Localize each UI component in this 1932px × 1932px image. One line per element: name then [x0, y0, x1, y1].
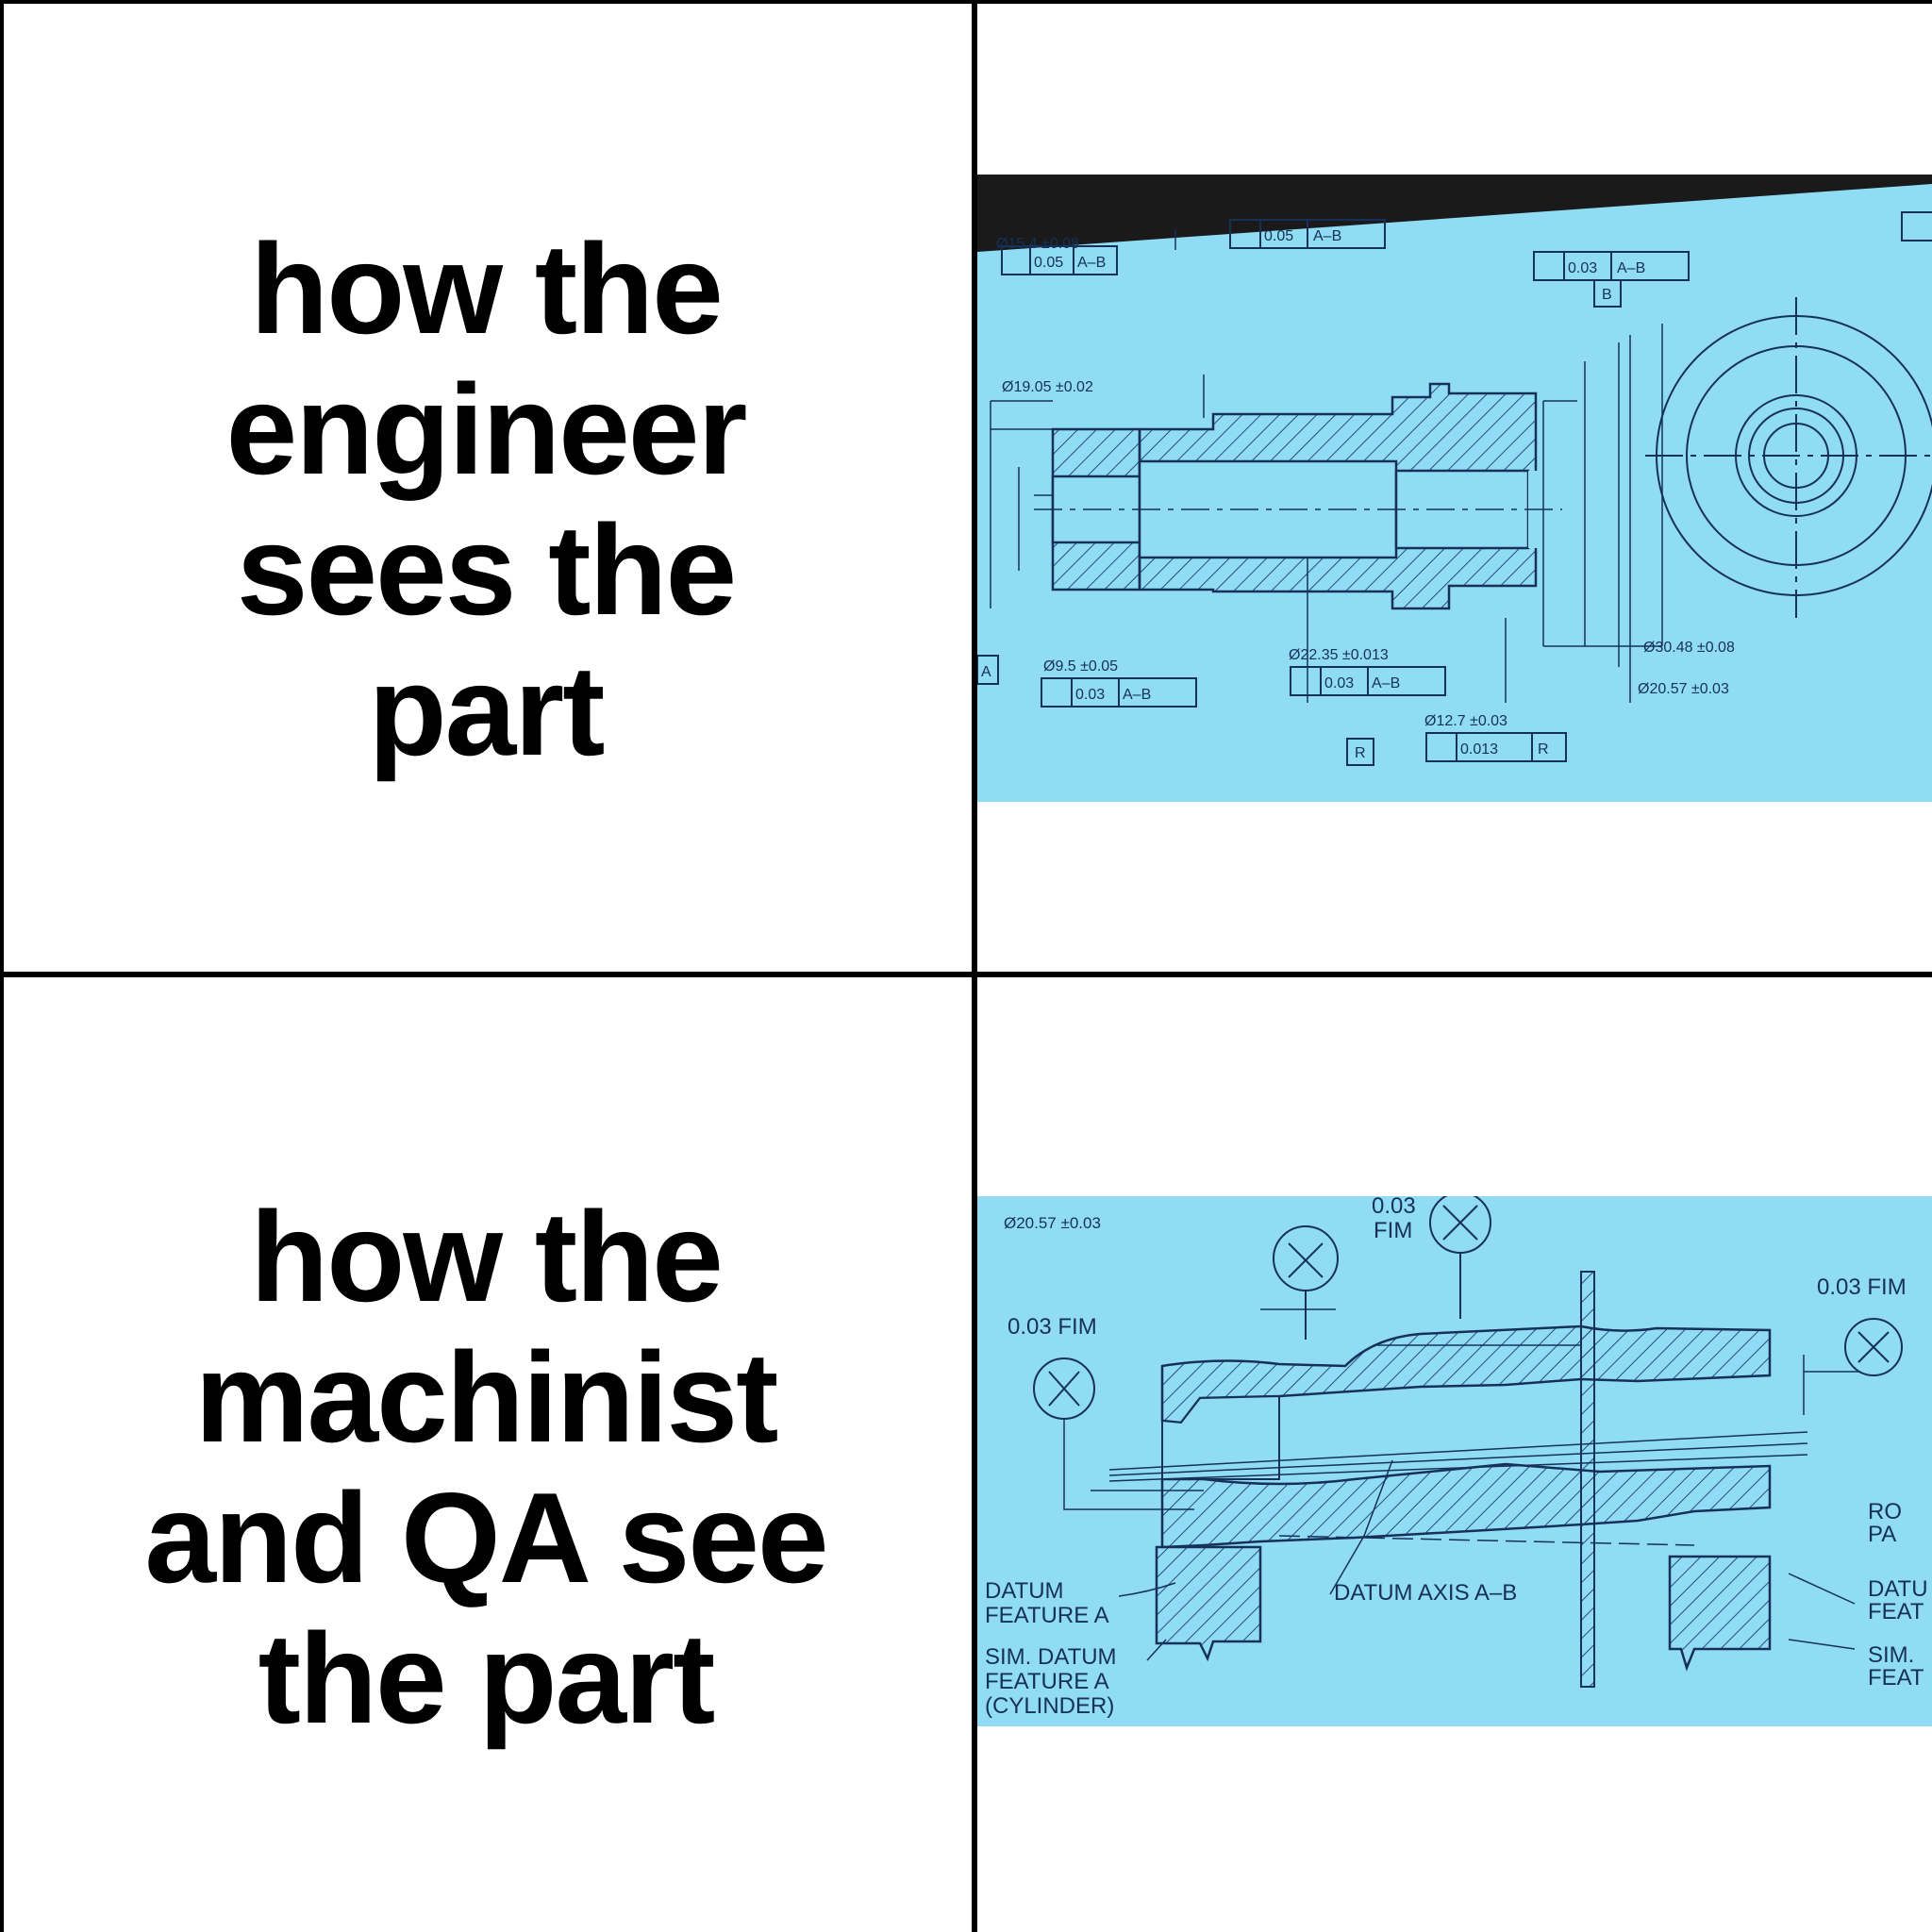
caption-line: how the	[250, 1185, 724, 1328]
callout-text: SIM.	[1868, 1642, 1914, 1668]
dimension-label: Ø19.05 ±0.02	[1002, 379, 1093, 395]
grid-border-left	[0, 0, 4, 1932]
callout-text: FEATURE A	[985, 1603, 1109, 1628]
datum-reference: A–B	[1123, 687, 1151, 703]
tolerance-value: 0.03	[1568, 260, 1597, 276]
callout-text: DATUM	[985, 1578, 1064, 1604]
caption-line: and QA see	[144, 1466, 828, 1609]
screen-top-shadow	[977, 175, 1932, 252]
inspection-setup-photo: Ø20.57 ±0.03 0.03 FIM 0.03 FIM 0.03 FIM …	[977, 1196, 1932, 1726]
v-block-supports	[1155, 1545, 1772, 1672]
callout-text: RO	[1868, 1499, 1902, 1524]
callout-text: FEAT	[1868, 1599, 1924, 1624]
dimension-label: Ø20.57 ±0.03	[1638, 681, 1729, 697]
caption-engineer: how the engineer sees the part	[75, 219, 896, 781]
caption-machinist-qa: how the machinist and QA see the part	[57, 1187, 915, 1749]
engineering-drawing: Ø15.4 ±0.08 0.05 A–B Ø19.05 ±0.02 0.05 A…	[977, 175, 1932, 802]
tolerance-value: 0.013	[1460, 741, 1498, 758]
datum-letter: R	[1355, 745, 1366, 761]
callout-text: FEAT	[1868, 1665, 1924, 1690]
fim-unit: FIM	[1374, 1218, 1412, 1243]
caption-line: engineer	[225, 358, 748, 501]
datum-reference: A–B	[1313, 228, 1341, 244]
feature-control-frames	[977, 211, 1932, 766]
callout-text: SIM. DATUM	[985, 1644, 1117, 1670]
axis-lines	[1063, 1308, 1874, 1546]
blueprint-background	[977, 1196, 1932, 1726]
datum-letter: A	[981, 664, 991, 680]
grid-border-top	[0, 0, 1932, 4]
datum-reference: R	[1538, 741, 1549, 758]
datum-reference: A–B	[1372, 675, 1400, 691]
caption-line: machinist	[194, 1325, 779, 1469]
tolerance-value: 0.03	[1075, 687, 1105, 703]
callout-text: (CYLINDER)	[985, 1693, 1114, 1719]
dimension-lines	[990, 229, 1663, 703]
grid-divider-horizontal	[0, 972, 1932, 977]
leader-lines	[1118, 1459, 1856, 1661]
datum-reference: A–B	[1077, 255, 1106, 271]
caption-line: part	[368, 639, 606, 782]
dimension-label: Ø20.57 ±0.03	[1004, 1214, 1101, 1232]
end-view-circles	[1645, 297, 1932, 618]
caption-line: the part	[258, 1607, 716, 1750]
datum-reference: A–B	[1617, 260, 1645, 276]
tolerance-value: 0.03	[1324, 675, 1354, 691]
dial-indicators	[1033, 1196, 1903, 1420]
tolerance-value: 0.05	[1034, 255, 1063, 271]
tolerance-value: 0.05	[1264, 228, 1293, 244]
fim-label: 0.03 FIM	[1817, 1274, 1907, 1300]
warped-part-section	[1160, 1271, 1772, 1688]
callout-text: PA	[1868, 1522, 1896, 1547]
fim-label: 0.03 FIM	[1008, 1314, 1097, 1340]
dimension-label: Ø15.4 ±0.08	[996, 236, 1079, 252]
shaft-section	[1034, 382, 1562, 610]
caption-line: how the	[250, 217, 724, 360]
callout-text: DATU	[1868, 1576, 1928, 1602]
datum-letter: B	[1602, 287, 1612, 303]
dimension-label: Ø22.35 ±0.013	[1289, 647, 1389, 663]
dimension-label: Ø30.48 ±0.08	[1643, 640, 1735, 656]
callout-text: FEATURE A	[985, 1669, 1109, 1694]
dimension-label: Ø12.7 ±0.03	[1424, 713, 1507, 729]
inspection-drawing: Ø20.57 ±0.03 0.03 FIM 0.03 FIM 0.03 FIM …	[977, 1196, 1932, 1726]
engineering-drawing-photo: Ø15.4 ±0.08 0.05 A–B Ø19.05 ±0.02 0.05 A…	[977, 175, 1932, 802]
dimension-label: Ø9.5 ±0.05	[1043, 658, 1118, 675]
grid-divider-vertical	[972, 0, 977, 1932]
callout-text: DATUM AXIS A–B	[1334, 1580, 1517, 1606]
caption-line: sees the	[236, 498, 737, 641]
fim-value: 0.03	[1372, 1196, 1416, 1219]
